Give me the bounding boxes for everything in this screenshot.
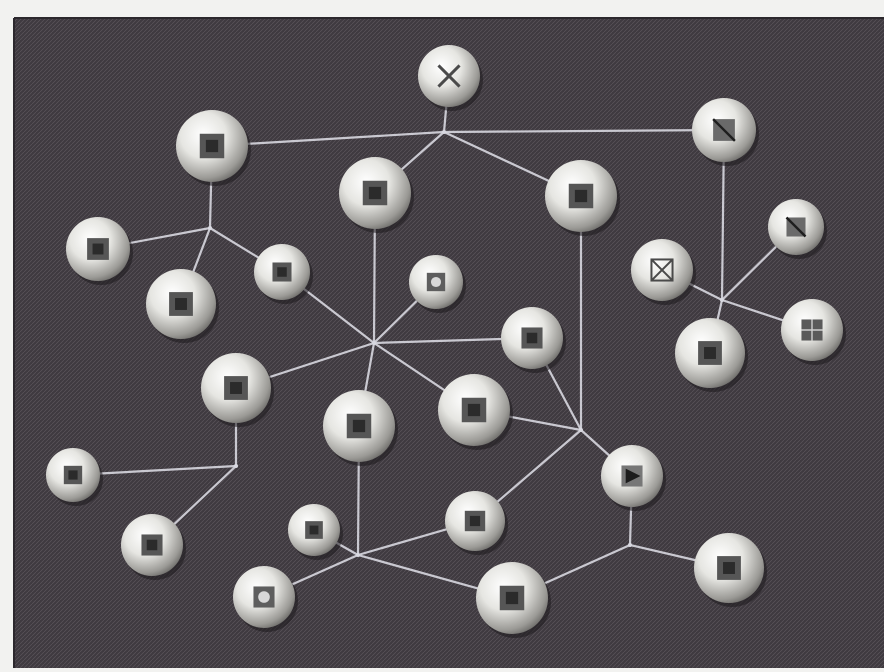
square-icon: [64, 466, 82, 484]
junction-j_bottomright: [628, 543, 632, 547]
triangle-icon: [621, 465, 642, 486]
ring-icon: [427, 273, 445, 291]
square-icon: [200, 134, 224, 158]
junction-j_top: [442, 130, 446, 134]
square-icon: [87, 238, 109, 260]
junction-j_left: [208, 226, 212, 230]
diagonal-icon: [713, 119, 735, 141]
square-icon: [698, 341, 722, 365]
square-icon: [141, 534, 162, 555]
square-icon: [272, 262, 291, 281]
square-icon: [465, 511, 485, 531]
junction-j_right: [720, 298, 724, 302]
ring-icon: [253, 586, 274, 607]
junction-j_center: [372, 341, 376, 345]
grid-icon: [801, 319, 822, 340]
junction-j_lowmid: [356, 553, 360, 557]
junction-j_midright: [579, 428, 583, 432]
square-icon: [569, 184, 593, 208]
square-icon: [305, 521, 323, 539]
square-icon: [347, 414, 371, 438]
square-icon: [224, 376, 248, 400]
square-icon: [521, 327, 542, 348]
square-icon: [717, 556, 741, 580]
square-icon: [500, 586, 524, 610]
diagonal-icon: [786, 217, 805, 236]
junction-j_lowleft: [234, 464, 238, 468]
square-icon: [169, 292, 193, 316]
square-icon: [462, 398, 486, 422]
square-icon: [363, 181, 387, 205]
